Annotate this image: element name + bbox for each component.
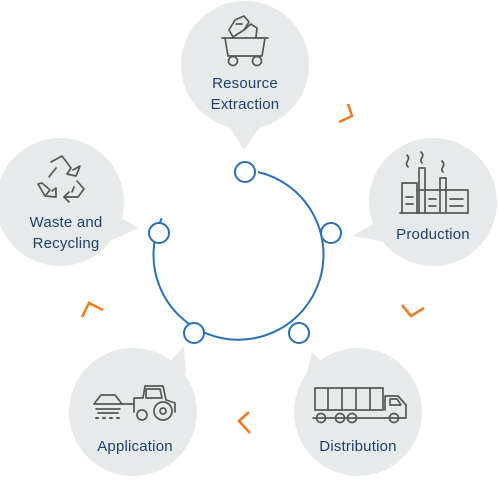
label-resource-extraction-line-2: Extraction — [210, 96, 280, 113]
label-waste-and-recycling-line-1: Waste and — [29, 214, 103, 231]
mine-cart-icon — [221, 15, 269, 67]
bubble-application — [69, 346, 197, 476]
label-resource-extraction: Resource Extraction — [185, 73, 305, 115]
arrow-chevron-1 — [338, 103, 354, 124]
label-application: Application — [80, 436, 190, 457]
label-waste-and-recycling: Waste and Recycling — [6, 212, 126, 254]
ring-node-distribution — [288, 322, 310, 344]
tractor-icon — [93, 385, 176, 421]
factory-icon — [399, 151, 469, 214]
ring-node-resource-extraction — [234, 161, 256, 183]
label-production-line-1: Production — [396, 226, 470, 243]
label-distribution-line-1: Distribution — [319, 438, 397, 455]
recycle-icon — [37, 155, 85, 203]
arrow-chevron-4 — [80, 301, 104, 318]
bubble-production — [352, 138, 497, 266]
bubble-resource-extraction — [181, 1, 309, 150]
ring-node-waste-and-recycling — [148, 222, 170, 244]
ring-node-application — [183, 322, 205, 344]
bubble-waste-and-recycling — [0, 138, 138, 266]
label-application-line-1: Application — [97, 438, 173, 455]
truck-icon — [312, 387, 407, 424]
bubble-distribution — [294, 348, 422, 476]
label-production: Production — [378, 224, 488, 245]
label-waste-and-recycling-line-2: Recycling — [32, 235, 100, 252]
label-distribution: Distribution — [303, 436, 413, 457]
ring-node-production — [320, 222, 342, 244]
arrow-chevron-3 — [237, 411, 251, 434]
arrow-chevron-2 — [400, 304, 425, 318]
label-resource-extraction-line-1: Resource — [212, 75, 278, 92]
cycle-ring — [152, 171, 325, 341]
